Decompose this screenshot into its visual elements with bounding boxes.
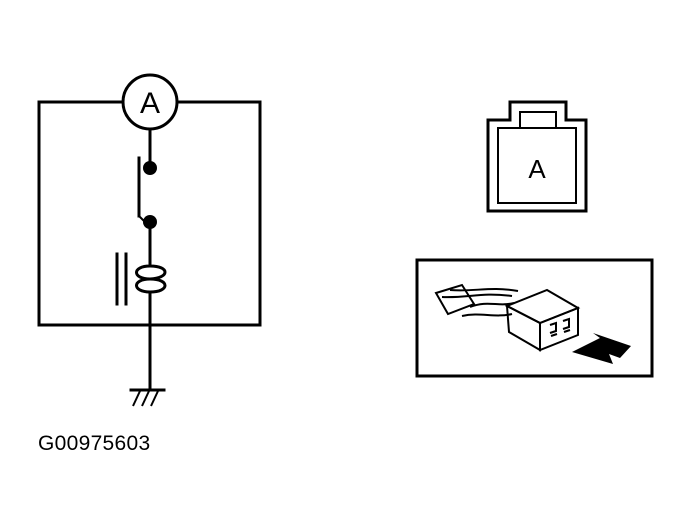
harness-wires <box>441 287 519 317</box>
relay-switch <box>137 156 157 229</box>
connector-body-front <box>539 306 579 352</box>
ground-hatch-2 <box>141 390 150 407</box>
switch-blade-tip <box>138 215 146 223</box>
switch-contact-bottom <box>143 215 157 229</box>
connector-inner-outline <box>497 111 577 204</box>
connector-outer-outline <box>486 100 588 213</box>
ammeter-circle <box>121 73 179 131</box>
connector-face: A <box>486 100 588 213</box>
connector-body <box>504 288 581 352</box>
ground-hatch-1 <box>132 390 141 407</box>
connector-terminal-slots <box>549 317 571 337</box>
harness-sheath <box>434 283 476 316</box>
circuit-loop <box>37 100 262 392</box>
switch-contact-top <box>143 161 157 175</box>
connector-photo-panel <box>415 258 654 378</box>
figure-id: G00975603 <box>38 432 151 455</box>
connector-face-label: A <box>528 154 546 184</box>
ground-symbol <box>129 388 166 407</box>
coil-winding <box>135 264 167 294</box>
photo-frame <box>415 258 654 378</box>
ammeter-symbol: A <box>121 73 179 131</box>
ground-hatch-3 <box>150 390 159 407</box>
pointer-arrow <box>572 333 631 364</box>
ammeter-label: A <box>140 87 160 120</box>
relay-coil <box>115 252 167 306</box>
